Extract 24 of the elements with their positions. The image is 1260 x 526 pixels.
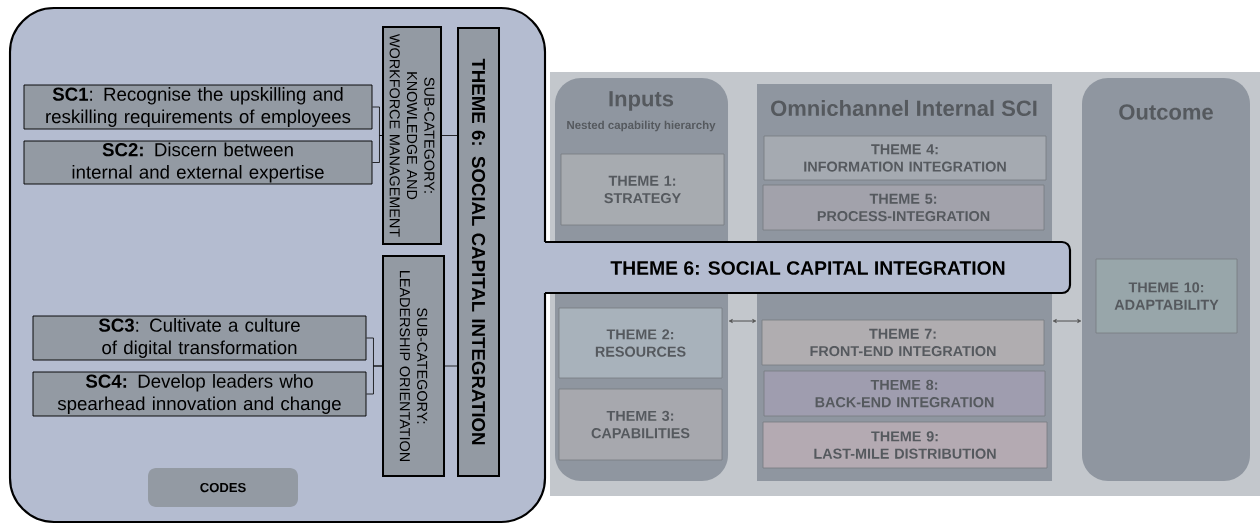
subcategory-box: SUB-CATEGORY: KNOWLEDGE AND WORKFORCE MANAGEMENT [382, 26, 442, 245]
theme-box: THEME 5: PROCESS-INTEGRATION [762, 184, 1045, 231]
bracket-connector [372, 106, 383, 136]
bracket-connector [372, 135, 383, 163]
theme-box: THEME 8: BACK-END INTEGRATION [763, 370, 1046, 417]
double-arrow [728, 319, 757, 323]
theme-box: THEME 10: ADAPTABILITY [1095, 258, 1238, 334]
theme-box: THEME 4: INFORMATION INTEGRATION [763, 135, 1047, 181]
bracket-connector [366, 365, 383, 395]
code-box: SC4: Develop leaders who spearhead innovation and change [32, 371, 367, 417]
theme-box: THEME 2: RESOURCES [558, 307, 723, 379]
code-box: SC1: Recognise the upskilling and reskilling requirements of employees [23, 84, 373, 130]
theme-box: THEME 3: CAPABILITIES [558, 388, 723, 461]
theme-box: THEME 7: FRONT-END INTEGRATION [761, 319, 1045, 366]
theme-box: THEME 9: LAST-MILE DISTRIBUTION [762, 421, 1048, 469]
code-box: SC2: Discern between internal and external expertise [23, 140, 373, 185]
codes-box: CODES [148, 468, 298, 507]
subcategory-box: SUB-CATEGORY: LEADERSHIP ORIENTATION [382, 255, 445, 477]
theme-box: THEME 6: SOCIAL CAPITAL INTEGRATION [457, 27, 500, 477]
code-box: SC3: Cultivate a culture of digital transformation [32, 315, 367, 361]
theme-box: THEME 1: STRATEGY [560, 153, 725, 226]
double-arrow [1052, 319, 1082, 323]
connector-line [444, 365, 458, 367]
connector-line [441, 135, 458, 136]
